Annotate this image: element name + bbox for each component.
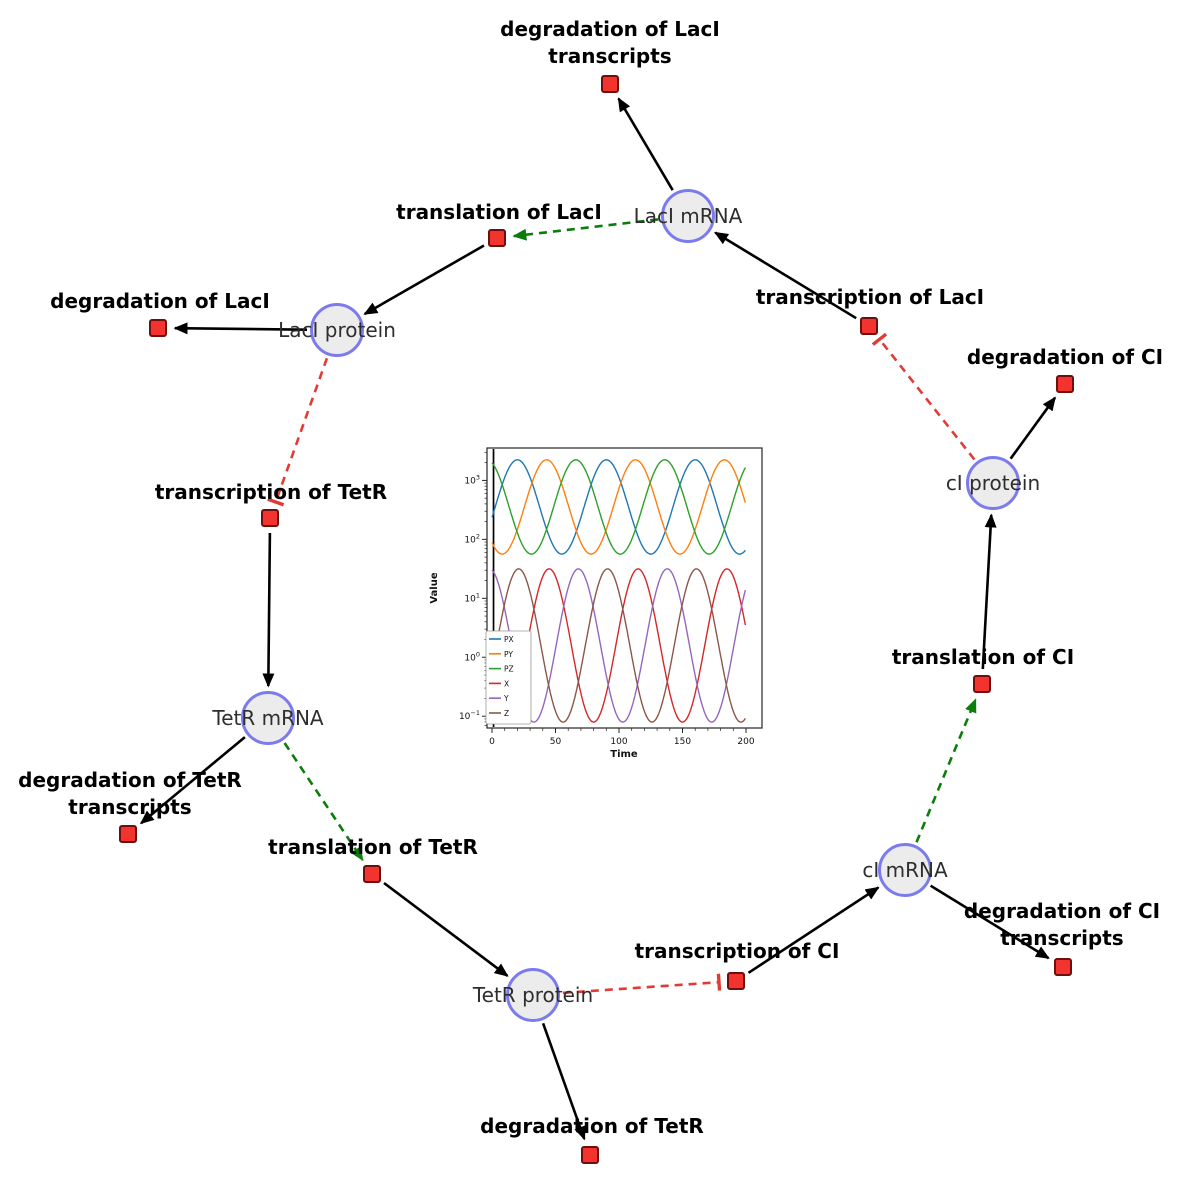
legend-label: PX — [504, 635, 514, 644]
species-node-ci-protein[interactable] — [966, 456, 1020, 510]
reaction-label-line: degradation of LacI — [50, 288, 270, 313]
reaction-label-line: transcripts — [68, 795, 192, 819]
x-tick-label: 100 — [610, 737, 627, 747]
reaction-label-translation-of-laci: translation of LacI — [329, 199, 669, 226]
reaction-label-line: degradation of CI — [966, 344, 1164, 369]
reaction-label-line: transcripts — [548, 44, 672, 68]
x-axis-label: Time — [610, 749, 638, 760]
reaction-label-line: transcripts — [1000, 926, 1124, 950]
y-tick-label: 103 — [464, 473, 480, 486]
legend-label: Y — [503, 694, 509, 703]
reaction-label-transcription-of-laci: transcription of LacI — [700, 284, 1040, 311]
species-label-laci-protein: LacI protein — [278, 318, 396, 342]
legend-label: PZ — [504, 665, 514, 674]
legend-label: X — [504, 679, 509, 688]
reaction-node-translation-of-laci[interactable] — [488, 229, 506, 247]
species-label-ci-protein: cI protein — [945, 471, 1041, 495]
reaction-label-degradation-of-ci: degradation of CI — [895, 344, 1189, 371]
series-Y — [491, 568, 747, 723]
reaction-label-degradation-of-tetr: degradation of TetR — [422, 1113, 762, 1140]
reaction-node-degradation-of-tetr-transcripts[interactable] — [119, 825, 137, 843]
x-tick-label: 0 — [489, 737, 495, 747]
edge-production-translation-of-tetr-to-tetr-protein — [383, 881, 509, 977]
legend-label: PY — [504, 650, 513, 659]
y-tick-label: 100 — [464, 650, 480, 663]
edge-consumption-ci-protein-to-degradation-of-ci — [1009, 396, 1057, 460]
reaction-label-line: transcription of LacI — [755, 284, 985, 309]
reaction-node-translation-of-tetr[interactable] — [363, 865, 381, 883]
reaction-label-degradation-of-laci-transcripts: degradation of LacI transcripts — [440, 16, 780, 70]
reaction-node-degradation-of-laci-transcripts[interactable] — [601, 75, 619, 93]
reaction-label-line: degradation of LacI — [500, 17, 720, 41]
reaction-label-line: degradation of TetR — [18, 768, 242, 792]
reaction-label-degradation-of-tetr-transcripts: degradation of TetR transcripts — [0, 767, 300, 821]
reaction-label-translation-of-ci: translation of CI — [813, 644, 1153, 671]
reaction-label-translation-of-tetr: translation of TetR — [203, 834, 543, 861]
species-node-tetr-mrna[interactable] — [241, 691, 295, 745]
series-PX — [491, 459, 746, 555]
series-PZ — [491, 459, 747, 555]
species-node-laci-mrna[interactable] — [661, 189, 715, 243]
species-label-tetr-protein: TetR protein — [472, 983, 594, 1007]
edge-consumption-laci-mrna-to-degradation-of-laci-transcripts — [617, 97, 674, 191]
reaction-label-degradation-of-laci: degradation of LacI — [0, 288, 330, 315]
y-tick-label: 102 — [464, 532, 480, 545]
species-node-tetr-protein[interactable] — [506, 968, 560, 1022]
y-axis-label: Value — [429, 572, 440, 603]
series-Z — [491, 568, 746, 723]
reaction-label-line: translation of TetR — [268, 834, 478, 859]
reaction-node-transcription-of-tetr[interactable] — [261, 509, 279, 527]
reaction-label-line: translation of LacI — [396, 199, 602, 224]
x-tick-label: 50 — [550, 737, 562, 747]
reaction-node-translation-of-ci[interactable] — [973, 675, 991, 693]
reaction-node-degradation-of-tetr[interactable] — [581, 1146, 599, 1164]
reaction-label-transcription-of-tetr: transcription of TetR — [101, 479, 441, 506]
species-label-tetr-mrna: TetR mRNA — [212, 706, 324, 730]
species-node-laci-protein[interactable] — [310, 303, 364, 357]
reaction-node-degradation-of-ci[interactable] — [1056, 375, 1074, 393]
edge-production-transcription-of-tetr-to-tetr-mrna — [262, 532, 275, 688]
legend-label: Z — [504, 709, 509, 718]
reaction-label-degradation-of-ci-transcripts: degradation of CI transcripts — [892, 898, 1189, 952]
reaction-node-degradation-of-ci-transcripts[interactable] — [1054, 958, 1072, 976]
y-tick-label: 101 — [464, 591, 480, 604]
reaction-label-line: degradation of TetR — [480, 1113, 704, 1138]
reaction-node-transcription-of-laci[interactable] — [860, 317, 878, 335]
x-tick-label: 200 — [737, 737, 754, 747]
reaction-label-line: transcription of CI — [634, 938, 840, 963]
y-tick-label: 10−1 — [459, 709, 480, 722]
reaction-node-degradation-of-laci[interactable] — [149, 319, 167, 337]
reaction-label-line: degradation of CI — [963, 899, 1161, 923]
species-label-ci-mrna: cI mRNA — [862, 858, 948, 882]
reaction-node-transcription-of-ci[interactable] — [727, 972, 745, 990]
edge-modifier-ci-mrna-to-translation-of-ci — [915, 698, 977, 843]
species-node-ci-mrna[interactable] — [878, 843, 932, 897]
reaction-label-line: transcription of TetR — [154, 479, 388, 504]
series-PY — [491, 459, 747, 555]
reaction-label-transcription-of-ci: transcription of CI — [567, 938, 907, 965]
reaction-label-line: translation of CI — [891, 644, 1075, 669]
x-tick-label: 150 — [674, 737, 691, 747]
edge-production-translation-of-laci-to-laci-protein — [363, 244, 485, 316]
